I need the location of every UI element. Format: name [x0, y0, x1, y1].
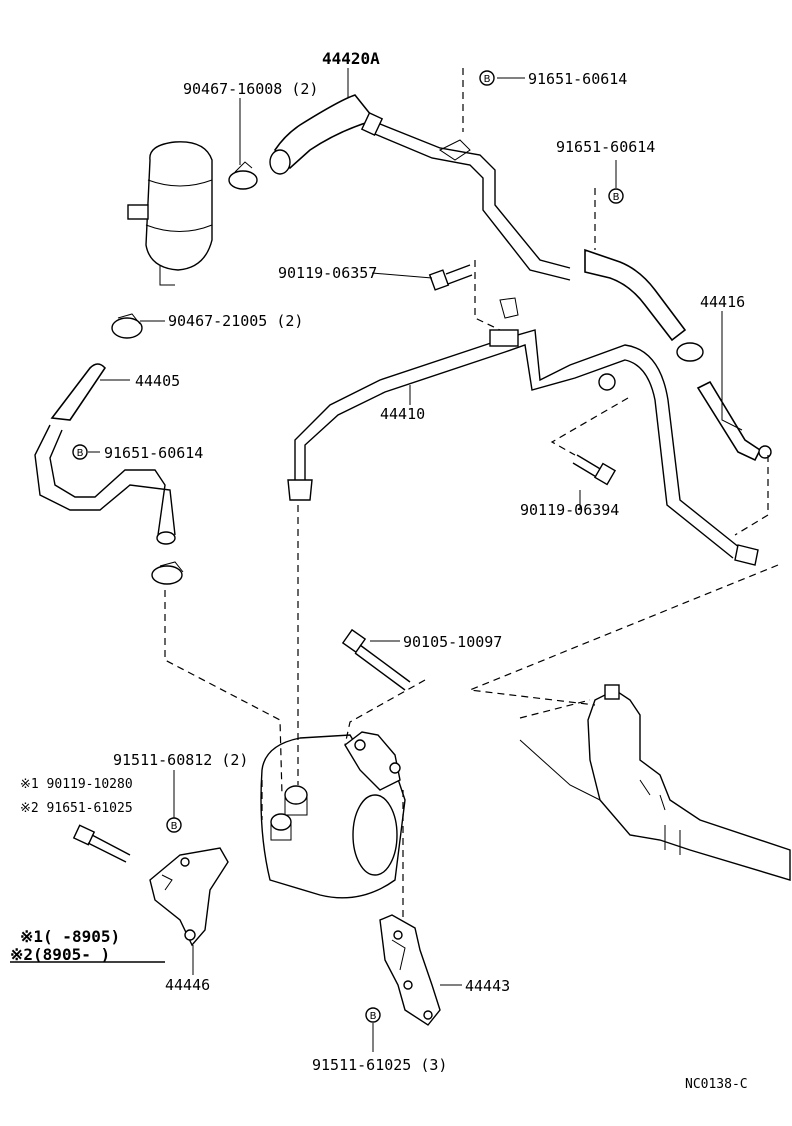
label-91511-60812: 91511-60812 (2) — [113, 751, 248, 769]
bolt-90119-10280 — [72, 824, 131, 863]
bracket-44443 — [379, 914, 441, 1026]
label-44410: 44410 — [380, 405, 425, 423]
label-44446: 44446 — [165, 976, 210, 994]
power-steering-pump — [260, 731, 406, 899]
label-44443: 44443 — [465, 977, 510, 995]
label-90119-06357: 90119-06357 — [278, 264, 377, 282]
label-91651-60614-top: 91651-60614 — [528, 70, 627, 88]
b-mark-4: B — [171, 821, 178, 832]
label-90467-21005: 90467-21005 (2) — [168, 312, 303, 330]
reference-lines — [164, 68, 779, 920]
hose-44420a — [269, 94, 571, 281]
clamp-90467-21005 — [111, 313, 143, 339]
hose-44416 — [584, 248, 772, 462]
note-variant-2: ※2(8905- ) — [10, 945, 110, 964]
bolt-90119-06394 — [572, 454, 617, 486]
label-91511-61025: 91511-61025 (3) — [312, 1056, 447, 1074]
label-44405: 44405 — [135, 372, 180, 390]
note-variant-1: ※1( -8905) — [20, 927, 120, 946]
b-mark-2: B — [613, 192, 620, 203]
bolt-90119-06357 — [428, 264, 473, 291]
label-90119-10280: ※1 90119-10280 — [20, 777, 133, 792]
steering-gear-housing — [519, 684, 791, 881]
leader-lines — [10, 68, 743, 1052]
b-mark-5: B — [370, 1011, 377, 1022]
label-91651-60614-left: 91651-60614 — [104, 444, 203, 462]
b-markers: B B B B B — [72, 70, 624, 1023]
part-labels: 44420A 90467-16008 (2) 91651-60614 91651… — [10, 49, 748, 1092]
b-mark-1: B — [484, 74, 491, 85]
hose-44405 — [34, 363, 176, 545]
diagram-code: NC0138-C — [685, 1077, 748, 1092]
label-44420a: 44420A — [322, 49, 380, 68]
hose-44410 — [287, 297, 759, 566]
b-mark-3: B — [77, 448, 84, 459]
bracket-44446 — [149, 847, 229, 947]
label-91651-61025: ※2 91651-61025 — [20, 801, 133, 816]
label-91651-60614-right: 91651-60614 — [556, 138, 655, 156]
clamp-lower — [151, 561, 184, 585]
label-44416: 44416 — [700, 293, 745, 311]
label-90105-10097: 90105-10097 — [403, 633, 502, 651]
label-90467-16008: 90467-16008 (2) — [183, 80, 318, 98]
clamp-90467-16008 — [228, 161, 258, 190]
reservoir-tank — [127, 141, 213, 286]
bolt-90105-10097 — [341, 628, 411, 691]
label-90119-06394: 90119-06394 — [520, 501, 619, 519]
